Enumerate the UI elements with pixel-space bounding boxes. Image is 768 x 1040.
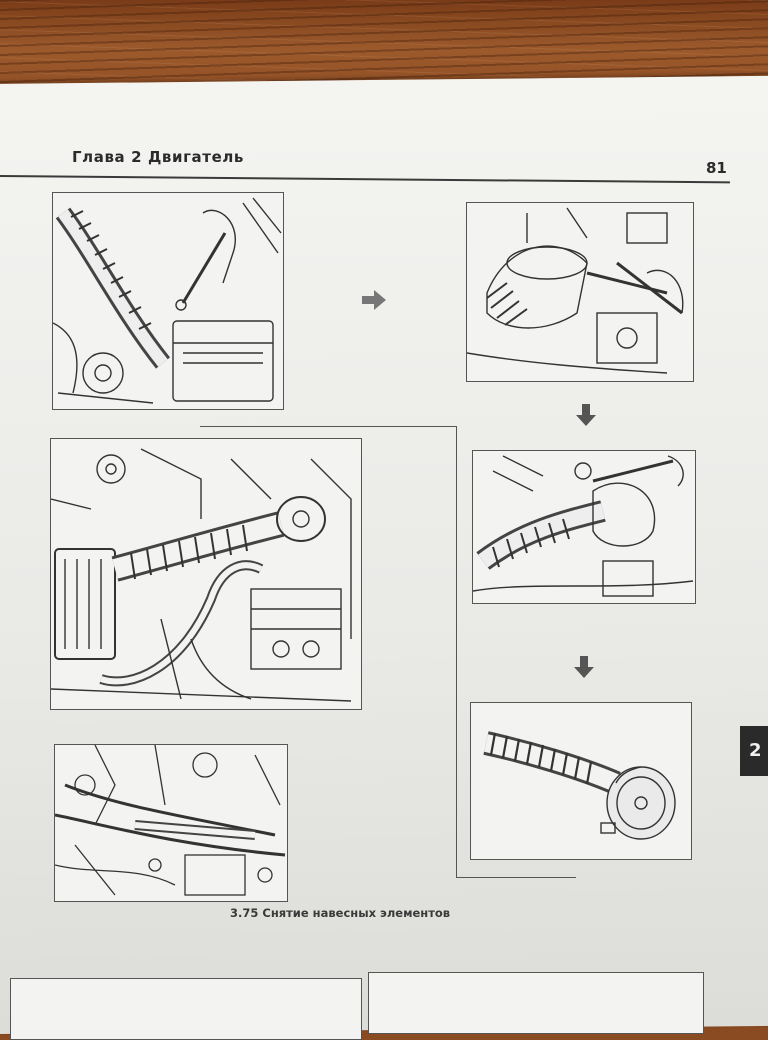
removed-air-duct-illustration [483,731,676,840]
arrow-down-icon [574,656,594,678]
intake-hose-illustration [473,455,694,597]
air-cleaner-overview-illustration [51,448,352,702]
connector-line [456,877,576,878]
air-duct-clamp-illustration [53,197,282,404]
figure-panel-step-2 [466,202,694,382]
chapter-tab: 2 [740,726,768,776]
figure-panel-step-3 [472,450,696,604]
connector-line [200,426,456,427]
figure-panel-step-1 [52,192,284,410]
page-number: 81 [706,159,727,177]
figure-panel-step-5 [50,438,362,710]
arrow-down-icon [576,404,596,426]
figure-panel-step-4 [470,702,692,860]
figure-panel-step-6 [54,744,288,902]
engine-wiring-illustration [55,745,286,896]
next-figure-panel [368,972,704,1034]
arrow-right-icon [362,290,386,310]
chapter-title: Глава 2 Двигатель [72,148,245,166]
connector-line [456,426,457,878]
throttle-linkage-illustration [467,207,684,374]
figure-caption: 3.75 Снятие навесных элементов [230,906,451,920]
next-figure-panel [10,978,362,1040]
